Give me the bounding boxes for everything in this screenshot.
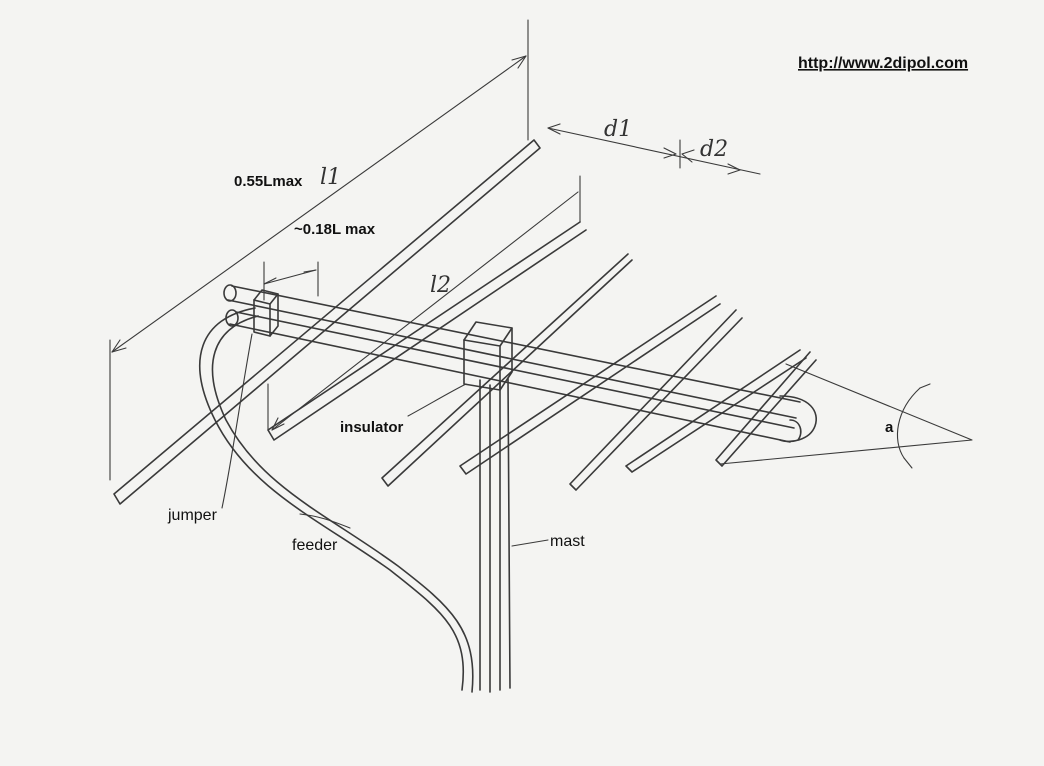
boom — [223, 284, 817, 443]
insulator-leader — [407, 383, 467, 417]
director-2 — [459, 295, 721, 475]
feeder-cable — [199, 307, 474, 693]
l1-label: l1 — [320, 165, 341, 190]
mast-label: mast — [550, 533, 585, 550]
reflector-element — [113, 139, 541, 505]
dimension-lines — [109, 19, 973, 547]
dipole-element — [267, 221, 587, 441]
jumper-offset-ratio-label: ~0.18L max — [294, 221, 376, 238]
l2-dimension-line — [271, 191, 579, 431]
l1-dimension-line — [111, 55, 527, 353]
l1-arrow-left — [111, 339, 127, 353]
mast — [479, 377, 511, 693]
website-link[interactable]: http://www.2dipol.com — [798, 55, 968, 72]
d2-label: d2 — [700, 137, 728, 162]
angle-arc — [896, 387, 921, 459]
l2-label: l2 — [430, 273, 451, 298]
director-3 — [569, 309, 743, 491]
feeder-leader — [299, 513, 351, 529]
insulator-label: insulator — [340, 419, 404, 436]
l1-arrow-right — [511, 55, 527, 69]
director-4 — [625, 349, 807, 473]
jumper-offset-line — [263, 269, 317, 285]
d-dimension-line — [547, 127, 761, 175]
d1-label: d1 — [604, 117, 632, 142]
director-1 — [381, 253, 633, 487]
antenna-elements — [113, 139, 817, 505]
director-5 — [715, 351, 817, 467]
jumper-block — [253, 289, 279, 337]
jumper-leader — [221, 333, 253, 509]
angle-lines — [719, 363, 973, 465]
reflector-length-ratio-label: 0.55Lmax — [234, 173, 303, 190]
jumper-label: jumper — [167, 507, 218, 524]
angle-label: a — [885, 419, 894, 436]
feeder-label: feeder — [292, 537, 338, 554]
insulator-block — [463, 321, 513, 391]
mast-leader — [511, 539, 549, 547]
